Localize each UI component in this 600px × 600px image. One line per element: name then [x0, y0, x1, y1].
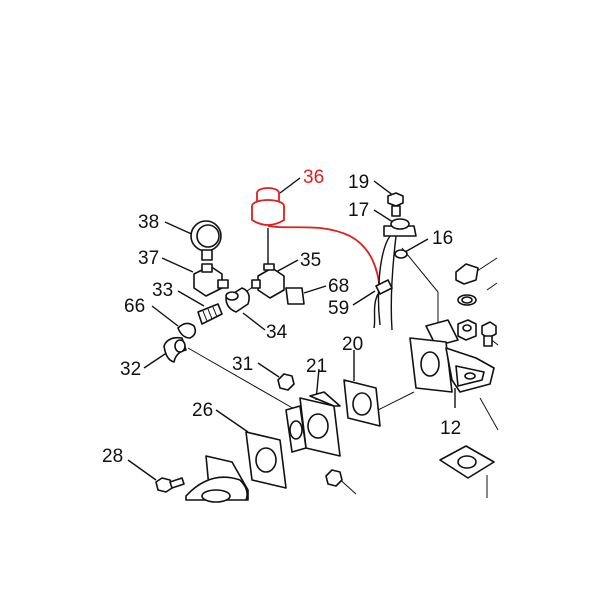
callout-31[interactable]: 31 — [232, 354, 253, 375]
part-12-housing[interactable] — [409, 319, 495, 393]
part-16-oring[interactable] — [394, 249, 408, 259]
callout-17[interactable]: 17 — [348, 200, 369, 221]
callout-34[interactable]: 34 — [266, 322, 288, 343]
callout-37[interactable]: 37 — [138, 248, 159, 269]
part-32-hose[interactable] — [163, 336, 187, 363]
callout-21[interactable]: 21 — [306, 356, 327, 377]
callout-20[interactable]: 20 — [342, 334, 363, 355]
callout-19[interactable]: 19 — [348, 172, 369, 193]
part-33-spring[interactable] — [197, 303, 223, 325]
leader-lines — [127, 177, 456, 481]
part-36-sensor[interactable] — [251, 187, 381, 291]
callout-32[interactable]: 32 — [120, 359, 141, 380]
part-17-switch[interactable] — [377, 218, 417, 331]
part-19-bolt[interactable] — [387, 192, 404, 217]
callout-26[interactable]: 26 — [192, 400, 213, 421]
part-31-nut[interactable] — [277, 373, 295, 391]
part-59-clip[interactable] — [373, 279, 393, 329]
callout-28[interactable]: 28 — [102, 446, 123, 467]
part-20-gasket[interactable] — [343, 379, 381, 427]
part-26-gasket[interactable] — [245, 431, 287, 489]
part-28-bolt[interactable] — [155, 477, 185, 493]
pump-housing — [185, 455, 249, 503]
callout-68[interactable]: 68 — [328, 276, 349, 297]
right-fittings — [439, 263, 497, 479]
part-21-flange[interactable] — [285, 391, 341, 457]
callout-33[interactable]: 33 — [152, 280, 173, 301]
part-35-fitting[interactable] — [251, 263, 285, 299]
callout-38[interactable]: 38 — [138, 212, 159, 233]
callout-12[interactable]: 12 — [440, 418, 461, 439]
callout-labels: 36 19 17 16 38 37 35 68 59 33 66 34 32 3… — [102, 167, 461, 467]
part-66-clamp[interactable] — [177, 322, 197, 339]
callout-66[interactable]: 66 — [124, 296, 145, 317]
part-68-tag[interactable] — [285, 287, 305, 305]
part-34-elbow[interactable] — [225, 287, 250, 313]
callout-36[interactable]: 36 — [303, 167, 324, 188]
part-37-fitting[interactable] — [193, 263, 229, 297]
nut-lower[interactable] — [325, 469, 343, 487]
callout-59[interactable]: 59 — [328, 298, 349, 319]
part-38-gauge[interactable] — [190, 220, 222, 261]
callout-16[interactable]: 16 — [432, 228, 453, 249]
callout-35[interactable]: 35 — [300, 250, 321, 271]
